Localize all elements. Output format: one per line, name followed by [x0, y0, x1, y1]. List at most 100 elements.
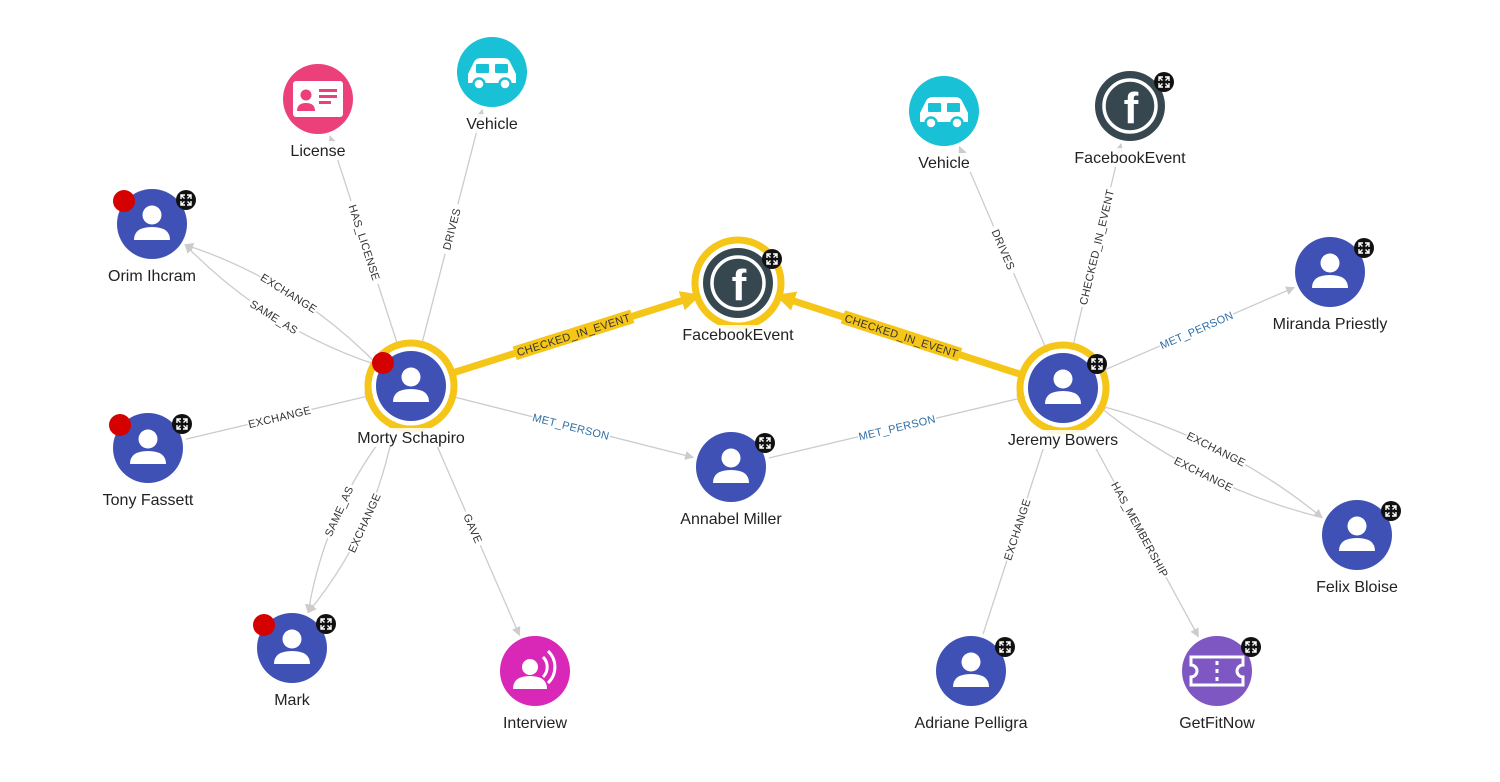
- edge-label: EXCHANGE: [346, 492, 383, 555]
- alert-dot: [109, 414, 131, 436]
- svg-text:f: f: [1124, 84, 1139, 133]
- edge-label-group: DRIVES: [986, 223, 1021, 276]
- expand-icon[interactable]: [755, 433, 775, 453]
- node-vehicle1[interactable]: Vehicle: [457, 37, 527, 133]
- edge-same-as[interactable]: SAME_AS: [184, 244, 379, 366]
- edge-label: DRIVES: [989, 228, 1017, 272]
- edge-line[interactable]: [184, 242, 379, 366]
- expand-icon[interactable]: [1087, 354, 1107, 374]
- edge-exchange[interactable]: EXCHANGE: [185, 392, 374, 440]
- edge-same-as[interactable]: SAME_AS: [304, 421, 396, 614]
- edge-label-group: CHECKED_IN_EVENT: [1075, 185, 1118, 309]
- node-morty[interactable]: Morty Schapiro: [346, 339, 476, 447]
- facebook-icon: f: [1102, 78, 1158, 134]
- edge-drives[interactable]: DRIVES: [958, 145, 1049, 353]
- node-license[interactable]: License: [283, 64, 353, 160]
- node-label-bg: [100, 266, 204, 285]
- node-label: Vehicle: [918, 155, 970, 172]
- node-orim[interactable]: Orim Ihcram: [100, 189, 204, 285]
- expand-icon[interactable]: [176, 190, 196, 210]
- node-miranda[interactable]: Miranda Priestly: [1257, 237, 1403, 333]
- edge-checked-in-event[interactable]: CHECKED_IN_EVENT: [1071, 143, 1124, 351]
- node-tony[interactable]: Tony Fassett: [92, 413, 204, 509]
- node-label-bg: [92, 490, 204, 509]
- person-icon: [134, 205, 170, 240]
- edge-label-group: EXCHANGE: [1000, 496, 1034, 563]
- edge-label-bg: [257, 269, 321, 317]
- membership-ticket-icon: [1189, 655, 1245, 687]
- edge-label: MET_PERSON: [858, 414, 937, 444]
- edge-label: SAME_AS: [247, 298, 299, 337]
- edge-label: MET_PERSON: [531, 412, 610, 443]
- expand-icon[interactable]: [1241, 637, 1261, 657]
- person-icon: [1339, 516, 1375, 551]
- edge-gave[interactable]: GAVE: [426, 421, 521, 637]
- edge-label-bg: [245, 402, 314, 432]
- edge-label: CHECKED_IN_EVENT: [843, 313, 959, 361]
- node-vehicle2[interactable]: Vehicle: [909, 76, 979, 172]
- car-icon: [468, 58, 516, 91]
- node-interview[interactable]: Interview: [492, 636, 578, 732]
- edge-label-group: MET_PERSON: [856, 411, 938, 444]
- svg-text:f: f: [732, 261, 747, 310]
- node-label: GetFitNow: [1179, 715, 1255, 732]
- edge-label: EXCHANGE: [247, 405, 312, 431]
- node-label-bg: [1301, 577, 1413, 596]
- edge-checked-in-event[interactable]: CHECKED_IN_EVENT: [450, 291, 701, 377]
- expand-icon[interactable]: [995, 637, 1015, 657]
- edge-label-bg: [245, 295, 303, 339]
- node-annabel[interactable]: Annabel Miller: [666, 432, 796, 528]
- expand-icon[interactable]: [1354, 238, 1374, 258]
- node-getfit[interactable]: GetFitNow: [1174, 636, 1261, 732]
- edge-label: CHECKED_IN_EVENT: [515, 312, 632, 359]
- edge-label-bg: [1157, 307, 1236, 353]
- person-icon: [130, 429, 166, 464]
- expand-icon[interactable]: [316, 614, 336, 634]
- edge-has-license[interactable]: HAS_LICENSE: [328, 135, 400, 350]
- edge-line[interactable]: [304, 421, 396, 614]
- person-icon: [393, 367, 429, 402]
- edge-exchange[interactable]: EXCHANGE: [307, 421, 396, 614]
- edge-label-bg: [986, 223, 1021, 276]
- person-icon: [274, 629, 310, 664]
- expand-icon[interactable]: [1154, 72, 1174, 92]
- expand-icon[interactable]: [762, 249, 782, 269]
- facebook-icon: f: [710, 255, 766, 311]
- edge-label-group: EXCHANGE: [245, 402, 314, 432]
- edge-checked-in-event[interactable]: CHECKED_IN_EVENT: [775, 291, 1024, 379]
- edge-label: HAS_LICENSE: [346, 203, 382, 282]
- person-icon: [953, 652, 989, 687]
- node-felix[interactable]: Felix Bloise: [1301, 500, 1413, 596]
- edge-drives[interactable]: DRIVES: [420, 108, 485, 349]
- edge-label-group: CHECKED_IN_EVENT: [840, 310, 963, 362]
- node-label: Miranda Priestly: [1273, 316, 1388, 333]
- edge-has-membership[interactable]: HAS_MEMBERSHIP: [1081, 421, 1199, 638]
- edge-label-group: GAVE: [459, 508, 487, 549]
- edge-met-person[interactable]: MET_PERSON: [768, 394, 1026, 459]
- expand-icon[interactable]: [172, 414, 192, 434]
- node-mark[interactable]: Mark: [253, 613, 336, 709]
- person-icon: [713, 448, 749, 483]
- node-label-bg: [270, 690, 314, 709]
- edge-exchange[interactable]: EXCHANGE: [982, 424, 1053, 635]
- edge-line[interactable]: [307, 421, 396, 614]
- node-adriane[interactable]: Adriane Pelligra: [898, 636, 1044, 732]
- edge-label-bg: [1107, 478, 1173, 581]
- edge-met-person[interactable]: MET_PERSON: [448, 394, 695, 460]
- edge-label-group: DRIVES: [438, 202, 465, 256]
- edge-line[interactable]: [184, 244, 379, 366]
- person-icon: [1312, 253, 1348, 288]
- node-label: Jeremy Bowers: [1008, 432, 1118, 449]
- edge-exchange[interactable]: EXCHANGE: [184, 242, 379, 366]
- node-label-bg: [1003, 430, 1123, 449]
- node-label-bg: [909, 153, 979, 172]
- node-jeremy[interactable]: Jeremy Bowers: [1003, 341, 1123, 449]
- expand-icon[interactable]: [1381, 501, 1401, 521]
- edge-label-group: MET_PERSON: [530, 409, 612, 444]
- edge-label-bg: [320, 481, 358, 541]
- node-label-bg: [346, 428, 476, 447]
